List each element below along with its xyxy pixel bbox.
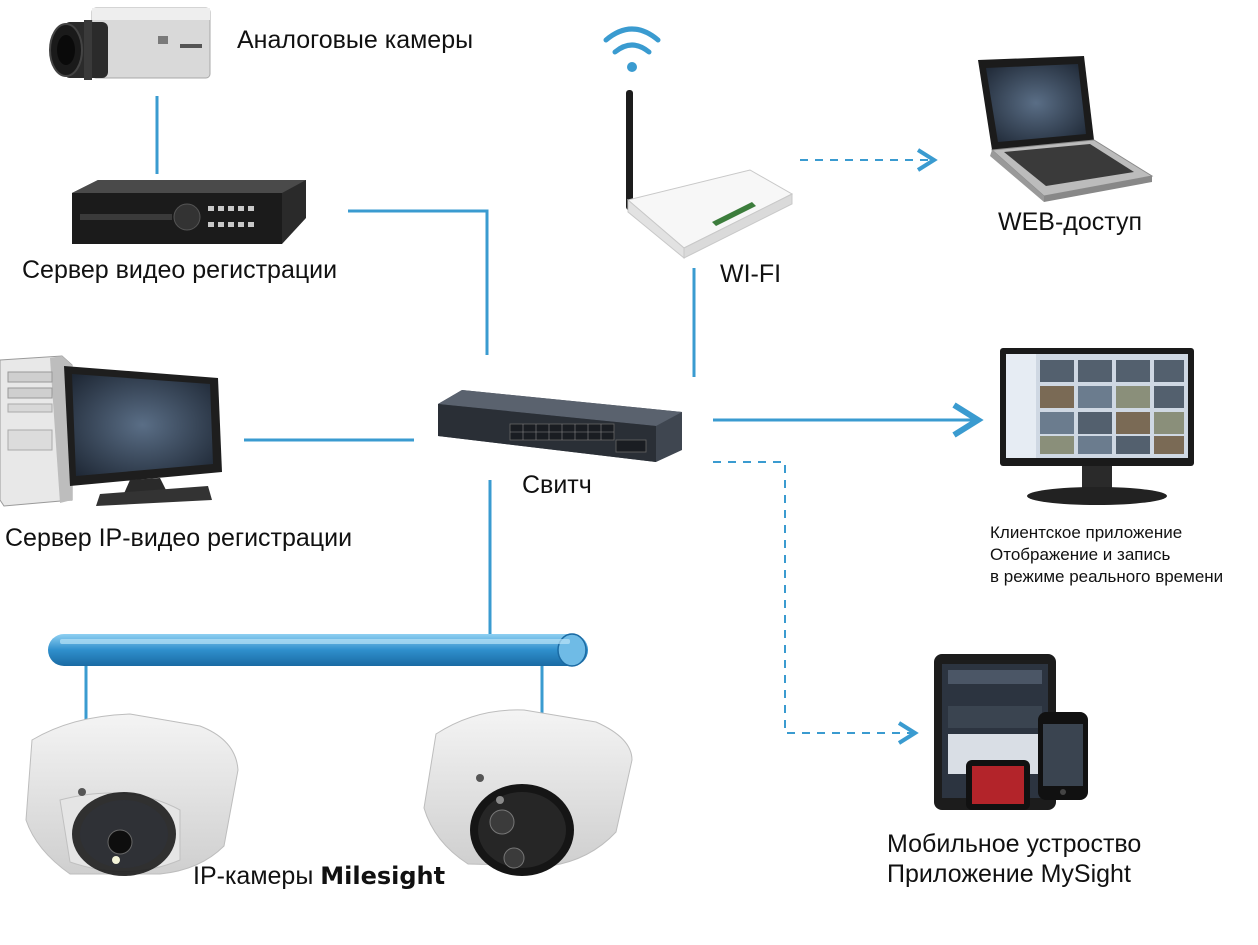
laptop-icon xyxy=(978,56,1154,202)
video-tiles xyxy=(1040,360,1184,454)
wifi-signal-icon xyxy=(603,26,661,55)
dashed-links xyxy=(713,148,938,745)
analog-camera-icon xyxy=(49,7,211,80)
analog-cameras-label: Аналоговые камеры xyxy=(237,26,474,54)
client-app-line-2: Отображение и запись xyxy=(990,545,1171,564)
monitor-icon xyxy=(1000,348,1194,505)
dvr-device-icon xyxy=(72,180,306,244)
dome-camera-icon xyxy=(423,709,633,876)
client-app-line-3: в режиме реального времени xyxy=(990,567,1224,586)
nvr-label: Сервер IP-видео регистрации xyxy=(5,524,353,552)
client-app-label: Клиентское приложение Отображение и запи… xyxy=(990,522,1223,588)
mobile-label: Мобильное устроство Приложение MySight xyxy=(887,829,1141,889)
wifi-label: WI-FI xyxy=(720,260,782,288)
ip-cameras-label: IP-камеры Milesight xyxy=(193,862,445,891)
connection-lines xyxy=(84,96,984,722)
tablet-phone-icon xyxy=(934,654,1088,810)
link-dvr-switch xyxy=(348,209,489,355)
ip-cameras-brand: Milesight xyxy=(320,862,446,890)
client-app-line-1: Клиентское приложение xyxy=(990,523,1183,542)
network-switch-icon xyxy=(438,390,682,462)
desktop-pc-icon xyxy=(0,355,222,507)
dvr-label: Сервер видео регистрации xyxy=(22,256,338,284)
ip-cameras-prefix: IP-камеры xyxy=(193,862,321,890)
switch-label: Свитч xyxy=(522,471,592,499)
wifi-router-icon xyxy=(603,26,794,260)
web-access-label: WEB-доступ xyxy=(998,208,1143,236)
mobile-line-2: Приложение MySight xyxy=(887,860,1131,888)
dome-camera-icon xyxy=(25,713,239,876)
mobile-line-1: Мобильное устроство xyxy=(887,830,1142,858)
network-bus xyxy=(48,633,588,667)
link-switch-mobile xyxy=(713,461,919,745)
